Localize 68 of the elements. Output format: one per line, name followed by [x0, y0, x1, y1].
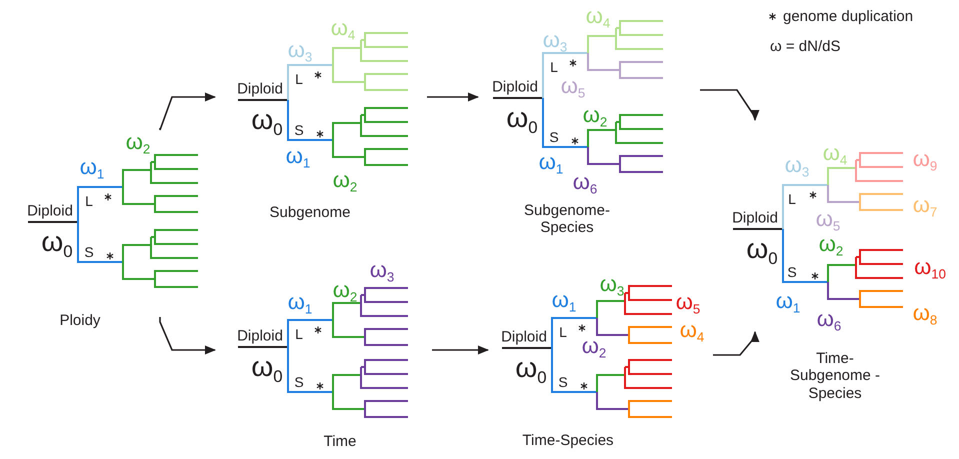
subgenome-label: S — [294, 375, 304, 389]
rate-label: ω$_{2}$ — [582, 335, 606, 357]
rate-label: ω$_{0}$ — [515, 354, 547, 382]
rate-label: ω$_{10}$ — [914, 256, 946, 278]
rate-label: ω$_{2}$ — [332, 279, 358, 301]
rate-label: ω$_{1}$ — [776, 290, 800, 312]
branch-label: Diploid — [237, 82, 283, 96]
rate-label: ω$_{5}$ — [560, 75, 586, 97]
subgenome-label: S — [294, 123, 304, 137]
rate-label: ω$_{2}$ — [332, 169, 358, 191]
rate-label: ω$_{4}$ — [586, 5, 610, 27]
arrow — [432, 346, 490, 354]
rate-label: ω$_{7}$ — [912, 194, 938, 216]
rate-label: ω$_{2}$ — [582, 104, 608, 126]
subgenome-label: L — [295, 72, 303, 86]
rate-label: ω$_{3}$ — [370, 259, 394, 281]
rate-label: ω$_{0}$ — [506, 104, 538, 132]
rate-label: ω$_{2}$ — [818, 233, 844, 255]
branch-label: Diploid — [237, 328, 283, 344]
rate-label: ω$_{3}$ — [600, 273, 624, 295]
branch-label: Diploid — [501, 330, 547, 344]
rate-label: ω$_{9}$ — [912, 148, 938, 170]
rate-label: ω$_{3}$ — [288, 39, 312, 61]
tree-caption: Time-Subgenome -Species — [788, 350, 882, 402]
subgenome-label: S — [787, 265, 797, 279]
subgenome-label: L — [85, 194, 93, 208]
rate-label: ω$_{0}$ — [251, 353, 283, 381]
rate-label: ω$_{2}$ — [126, 131, 150, 153]
rate-label: ω$_{4}$ — [680, 319, 704, 341]
legend-text: genome duplication — [783, 8, 914, 25]
subgenome-label: L — [559, 325, 567, 339]
rate-label: ω$_{6}$ — [816, 308, 842, 330]
arrow — [159, 92, 216, 131]
arrow — [700, 89, 760, 122]
rate-label: ω$_{6}$ — [572, 171, 598, 193]
tree-caption: Time-Species — [521, 432, 615, 450]
tree-caption: Ploidy — [58, 312, 102, 330]
tree-caption: Subgenome — [268, 204, 352, 222]
branch-label: Diploid — [492, 80, 538, 94]
rate-label: ω$_{5}$ — [676, 291, 700, 313]
subgenome-label: L — [788, 192, 796, 206]
rate-label: ω$_{1}$ — [288, 291, 312, 313]
rate-label: ω$_{3}$ — [784, 154, 810, 176]
branch-label: Diploid — [732, 210, 778, 226]
rate-label: ω$_{1}$ — [80, 156, 104, 178]
rate-label: ω$_{4}$ — [330, 17, 356, 39]
subgenome-label: S — [84, 245, 94, 259]
note: ω = dN/dS — [770, 38, 840, 55]
arrow — [427, 92, 480, 102]
arrow — [159, 317, 216, 354]
rate-label: ω$_{4}$ — [822, 142, 848, 164]
rate-label: ω$_{1}$ — [552, 289, 576, 311]
rate-label: ω$_{1}$ — [538, 151, 564, 173]
rate-label: ω$_{5}$ — [816, 208, 840, 230]
rate-label: ω$_{0}$ — [41, 228, 73, 256]
arrow — [713, 330, 760, 356]
subgenome-label: L — [295, 327, 303, 341]
subgenome-label: S — [558, 375, 568, 389]
branch-label: Diploid — [27, 204, 73, 218]
rate-label: ω$_{0}$ — [746, 235, 778, 263]
rate-label: ω$_{0}$ — [251, 106, 283, 134]
tree-caption: Subgenome- Species — [523, 202, 611, 236]
rate-label: ω$_{8}$ — [912, 302, 938, 324]
rate-label: ω$_{1}$ — [286, 145, 310, 167]
subgenome-label: S — [549, 130, 559, 144]
subgenome-label: L — [550, 60, 558, 74]
tree-caption: Time — [322, 433, 358, 450]
rate-label: ω$_{3}$ — [542, 29, 568, 51]
